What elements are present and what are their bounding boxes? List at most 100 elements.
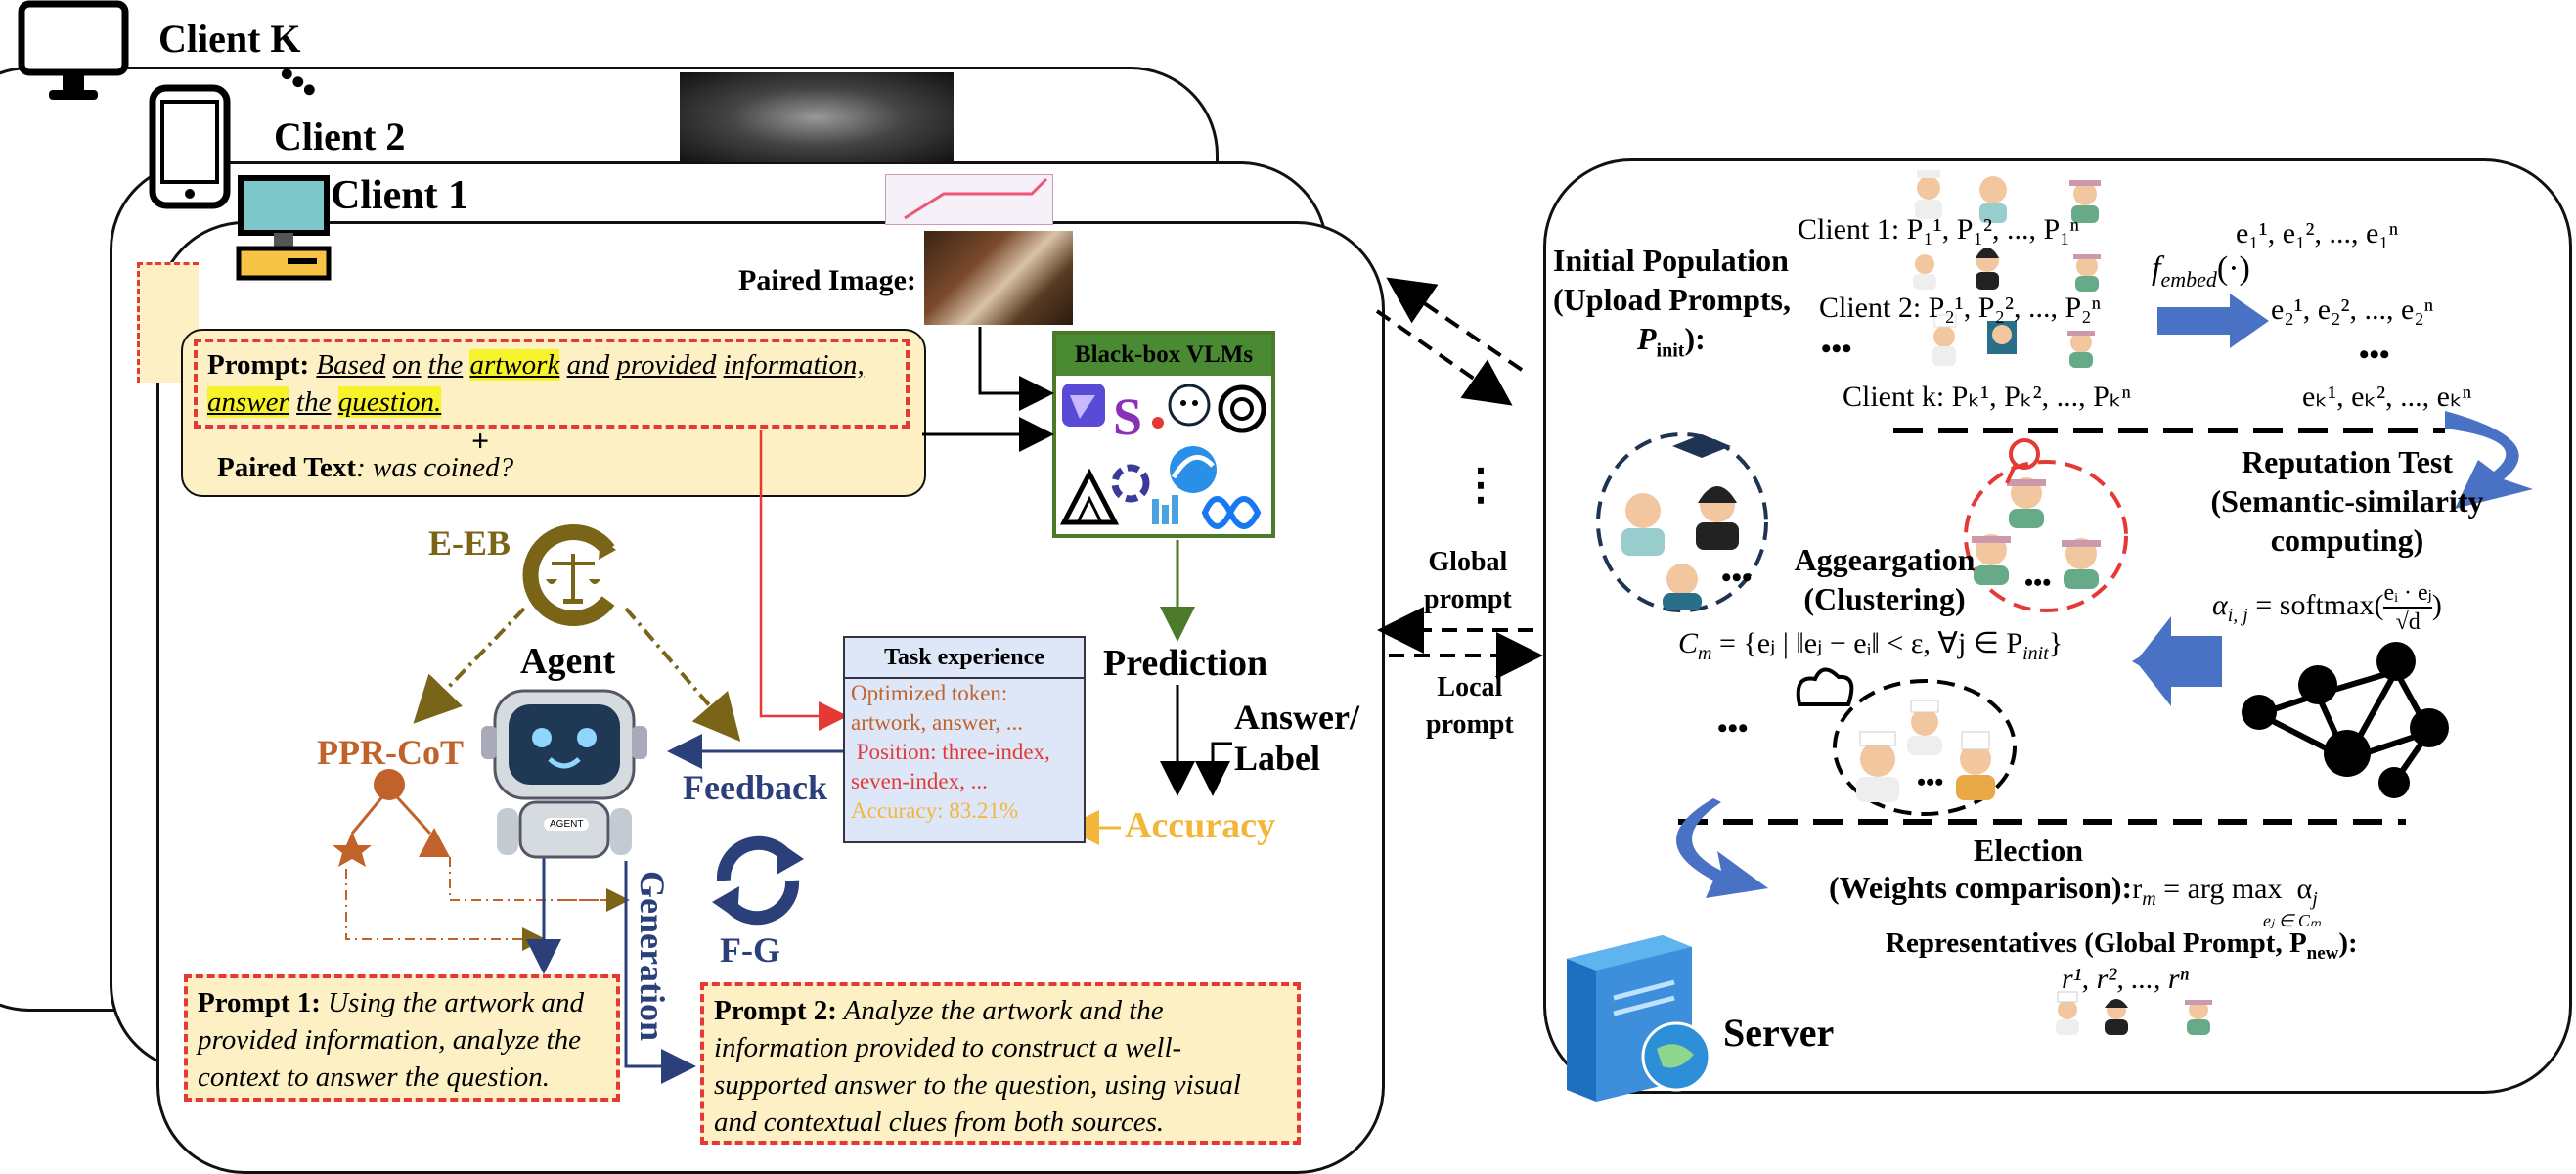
woman-avatar-icon-rep <box>2105 999 2128 1035</box>
client-1-chart-preview <box>885 174 1053 225</box>
monitor-icon <box>18 0 129 100</box>
cluster-sub: m <box>1698 643 1712 664</box>
election: Election (Weights comparison):rm = arg m… <box>1829 832 2321 930</box>
prompt-2-text: Analyze the artwork and the information … <box>714 995 1241 1138</box>
embeddings-1: e₁¹, e₁², ..., e₁ⁿ <box>2236 217 2399 249</box>
client-avatars <box>1913 170 2101 368</box>
representatives-end: ): <box>2338 927 2358 959</box>
alpha-rhs: = softmax( <box>2255 588 2384 621</box>
logo-whale-icon <box>1168 384 1211 427</box>
client-2-label: Client 2 <box>274 114 406 158</box>
paired-image <box>924 231 1073 325</box>
p-init-symbol: P <box>1637 321 1657 356</box>
cot-tree-icon <box>333 769 450 867</box>
representatives-sub: new <box>2306 942 2339 964</box>
task-experience-box: Task experience Optimized token: artwork… <box>843 636 1086 843</box>
man-avatar-icon-c1 <box>1663 564 1702 610</box>
aggregation-line-2: (Clustering) <box>1803 581 1966 616</box>
eeb-label: E-EB <box>428 523 511 563</box>
server-dots-3: ••• <box>1717 712 1749 745</box>
prompt-1-box: Prompt 1: Using the artwork and provided… <box>184 974 620 1102</box>
prompt-word-10: question. <box>337 386 442 418</box>
client-2-prompts: Client 2: P₂¹, P₂², ..., P₂ⁿ <box>1819 292 2102 324</box>
server-card <box>1543 158 2572 1094</box>
cluster-ellipse-2 <box>1964 460 2128 612</box>
answer-label: Answer/ Label <box>1234 698 1359 778</box>
prompt-word-2: on <box>392 349 422 381</box>
prompt-box: Prompt: Based on the artwork and provide… <box>194 339 910 429</box>
alpha-den: √d <box>2395 610 2421 635</box>
magnifier-icon <box>2005 438 2040 484</box>
client-2-image-preview <box>680 72 954 162</box>
init-population-line-2: (Upload Prompts, <box>1553 282 1791 317</box>
vlm-title: Black-box VLMs <box>1056 335 1271 376</box>
f-embed-arg: (·) <box>2216 250 2250 287</box>
reputation-line-2: (Semantic-similarity <box>2210 483 2484 519</box>
curve-arrow-left <box>1676 798 1768 898</box>
curve-arrow-right <box>2445 411 2533 509</box>
paired-image-label: Paired Image: <box>738 264 916 296</box>
woman-avatar-icon <box>1976 248 1999 290</box>
farmer-avatar-icon-2 <box>2073 254 2101 292</box>
task-line-3: Position: three-index, <box>851 740 1050 764</box>
prompt-word-4: artwork <box>469 349 560 381</box>
paired-text-value: : was coined? <box>356 452 514 483</box>
comm-dots: ⋮ <box>1459 461 1502 509</box>
alpha-sub: i, j <box>2227 604 2248 626</box>
logo-sphere-icon <box>1170 446 1217 493</box>
chef-avatar-icon-c3b <box>1907 700 1942 755</box>
global-prompt-label: Global prompt <box>1424 547 1512 614</box>
network-graph-icon <box>2242 642 2449 798</box>
server-label: Server <box>1723 1011 1835 1055</box>
alpha-symbol: α <box>2212 588 2228 621</box>
woman-avatar-icon-c1 <box>1696 486 1739 550</box>
vlm-logos: S <box>1059 384 1266 529</box>
cluster-rhs: = {eⱼ | ‖eⱼ − eᵢ‖ < ε, ∀j ∈ P <box>1718 627 2023 659</box>
cluster-ellipse-1 <box>1596 432 1768 612</box>
f-embed: fembed(·) <box>2152 250 2250 293</box>
election-line-1: Election <box>1974 833 2083 868</box>
cluster-rhs-sub: init <box>2022 643 2049 664</box>
prompt-word-1: Based <box>316 349 386 381</box>
openai-logo-icon <box>1218 384 1266 433</box>
logo-1-icon <box>1062 384 1105 427</box>
prompt-1-text: Using the artwork and provided informati… <box>198 987 584 1093</box>
chef-avatar-icon-c3 <box>1856 731 1899 802</box>
aggregation: Aggeargation (Clustering) <box>1772 540 1997 618</box>
client-k-prompts: Client k: Pₖ¹, Pₖ², ..., Pₖⁿ <box>1843 381 2131 413</box>
phone-icon <box>149 84 231 209</box>
init-population: Initial Population (Upload Prompts, Pini… <box>1553 241 1791 370</box>
farmer-avatar-icon-c2b <box>1972 534 2011 585</box>
alpha-close: ) <box>2431 588 2442 621</box>
chef-avatar-icon-2 <box>1913 254 1936 290</box>
pprcot-label: PPR-CoT <box>317 733 464 772</box>
graduation-cap-icon <box>1672 434 1731 458</box>
representatives-text: Representatives (Global Prompt, P <box>1886 927 2307 959</box>
prompt-word-7: information, <box>723 349 865 381</box>
prompt-2-label: Prompt 2: <box>714 995 837 1026</box>
task-experience-title: Task experience <box>845 638 1084 679</box>
chart-preview-line <box>904 177 1048 220</box>
reputation-test: Reputation Test (Semantic-similarity com… <box>2181 442 2513 560</box>
balance-scale-icon <box>522 524 616 626</box>
server-dots-2: ••• <box>2359 339 2390 371</box>
svg-text:•••: ••• <box>1917 768 1943 796</box>
farmer-avatar-icon <box>2069 180 2101 223</box>
feedback-label: Feedback <box>683 768 827 807</box>
farmer-avatar-icon-3 <box>2067 331 2095 368</box>
server-tower-icon <box>1567 935 1711 1102</box>
logo-triangle-icon <box>1059 468 1120 525</box>
paired-text: Paired Text: was coined? <box>217 452 513 484</box>
prompt-word-3: the <box>427 349 464 381</box>
embed-arrow <box>2157 294 2269 348</box>
task-line-4: seven-index, ... <box>851 769 988 793</box>
client-k-label: Client K <box>158 17 301 61</box>
election-rhs: = arg max α <box>2155 873 2313 905</box>
representative-list: r¹, r², ..., rⁿ <box>2062 963 2189 995</box>
prompt-word-8: answer <box>207 386 289 418</box>
election-sub: m <box>2142 888 2156 910</box>
logo-s-icon: S <box>1113 387 1142 446</box>
task-line-5: Accuracy: 83.21% <box>851 798 1019 823</box>
